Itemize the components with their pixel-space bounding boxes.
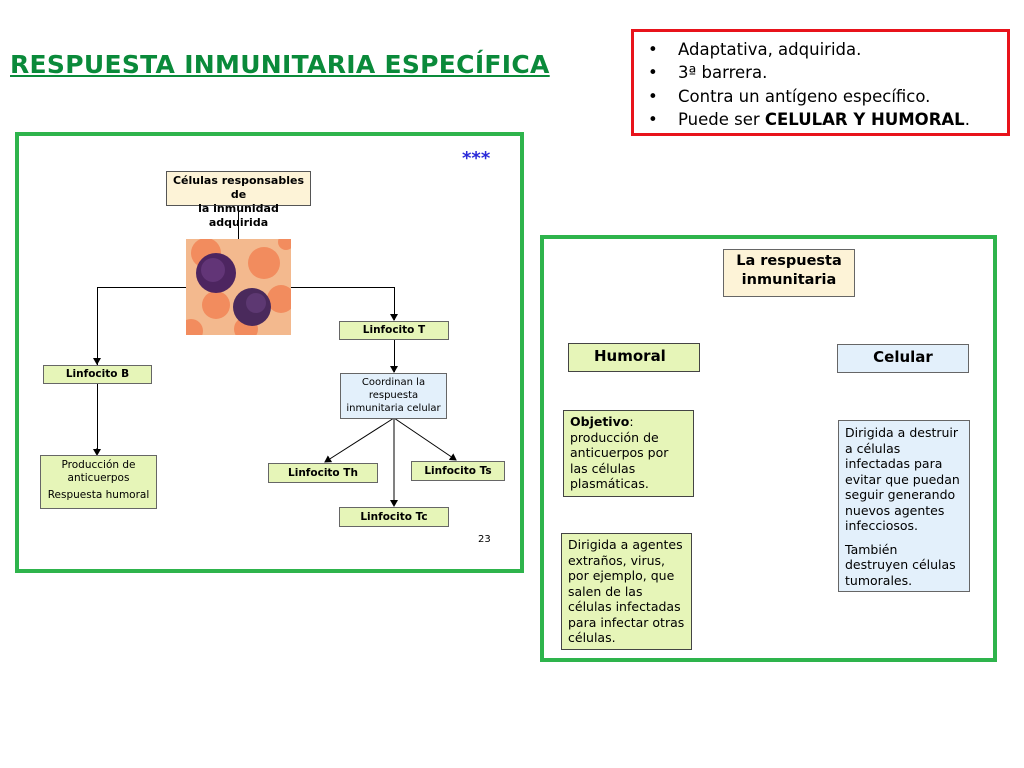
connector [394, 287, 395, 320]
node-line: extraños, virus, [568, 552, 666, 568]
slide-title: RESPUESTA INMUNITARIA ESPECÍFICA [10, 50, 550, 79]
node-line: Producción de [61, 459, 136, 471]
connector [97, 287, 187, 288]
node-objetivo: Objetivo: producción de anticuerpos por … [563, 410, 694, 497]
bullet-text-prefix: Puede ser [678, 110, 765, 129]
node-line: a células [845, 440, 901, 456]
node-line: Respuesta humoral [47, 489, 150, 501]
node-line: Dirigida a agentes [568, 537, 683, 552]
node-line: seguir generando [845, 487, 956, 502]
node-line: También [845, 541, 898, 557]
node-produccion-anticuerpos: Producción de anticuerpos Respuesta humo… [40, 455, 157, 509]
node-line: por ejemplo, que [568, 568, 675, 583]
node-respuesta-inmunitaria: La respuesta inmunitaria [723, 249, 855, 297]
node-line: Células responsables de [172, 174, 305, 201]
bullet-text: Adaptativa, adquirida. [678, 40, 862, 59]
node-line: la inmunidad adquirida [198, 202, 279, 229]
node-line: Dirigida a destruir [845, 425, 959, 440]
node-line: Coordinan la [361, 377, 426, 388]
stars-marker: *** [462, 148, 491, 169]
node-line: para infectar otras [568, 614, 685, 630]
bullet-dot: • [648, 63, 658, 82]
bullet-item: • Contra un antígeno específico. [648, 87, 930, 107]
bullet-text-bold: CELULAR Y HUMORAL [764, 110, 965, 129]
connector [238, 204, 239, 240]
node-linfocito-th: Linfocito Th [268, 463, 378, 483]
connector [97, 287, 98, 365]
node-line: salen de las [568, 583, 643, 599]
summary-box: • Adaptativa, adquirida. • 3ª barrera. • Co… [631, 29, 1010, 136]
node-linfocito-tc: Linfocito Tc [339, 507, 449, 527]
node-line: destruyen células [845, 557, 956, 572]
node-line: producción de [570, 429, 659, 445]
connector [97, 384, 98, 454]
node-celular-detail: Dirigida a destruir a células infectadas… [838, 420, 970, 592]
node-line: las células [570, 460, 636, 476]
node-celulas-responsables: Células responsables de la inmunidad adq… [166, 171, 311, 229]
node-line: evitar que puedan [845, 471, 960, 487]
node-line: células infectadas [568, 599, 681, 614]
bullet-text: Contra un antígeno específico. [678, 87, 931, 106]
node-line: plasmáticas. [570, 476, 649, 491]
connector [394, 340, 395, 372]
bullet-item: • 3ª barrera. [648, 63, 767, 83]
bullet-dot: • [648, 40, 658, 59]
bullet-item: • Adaptativa, adquirida. [648, 40, 861, 60]
bullet-dot: • [648, 110, 658, 129]
node-linfocito-t: Linfocito T [339, 321, 449, 340]
bullet-text: 3ª barrera. [678, 63, 768, 82]
node-line: anticuerpos por [570, 445, 669, 460]
bullet-dot: • [648, 87, 658, 106]
node-line: Objetivo: [570, 414, 687, 430]
blood-cells-image [186, 239, 291, 335]
node-line: La respuesta [736, 253, 842, 269]
node-line: tumorales. [845, 572, 913, 588]
node-line: infecciosos. [845, 518, 918, 533]
objetivo-label: Objetivo [570, 414, 630, 429]
node-humoral-detail: Dirigida a agentes extraños, virus, por … [561, 533, 692, 650]
objetivo-colon: : [629, 414, 634, 429]
node-line: nuevos agentes [845, 502, 945, 518]
node-linfocito-b: Linfocito B [43, 365, 152, 384]
node-linfocito-ts: Linfocito Ts [411, 461, 505, 481]
node-line: inmunitaria celular [346, 403, 441, 414]
connector [291, 287, 394, 288]
bullet-item: • Puede ser CELULAR Y HUMORAL. [648, 110, 970, 130]
node-celular: Celular [837, 344, 969, 373]
node-line: respuesta [368, 390, 419, 401]
bullet-text-suffix: . [964, 110, 970, 129]
node-coordinan: Coordinan la respuesta inmunitaria celul… [340, 373, 447, 419]
node-line: infectadas para [845, 456, 943, 471]
node-line: células. [568, 630, 616, 645]
node-line: inmunitaria [741, 272, 837, 288]
page-number: 23 [478, 534, 491, 545]
node-line: anticuerpos [67, 472, 130, 484]
node-humoral: Humoral [568, 343, 700, 372]
